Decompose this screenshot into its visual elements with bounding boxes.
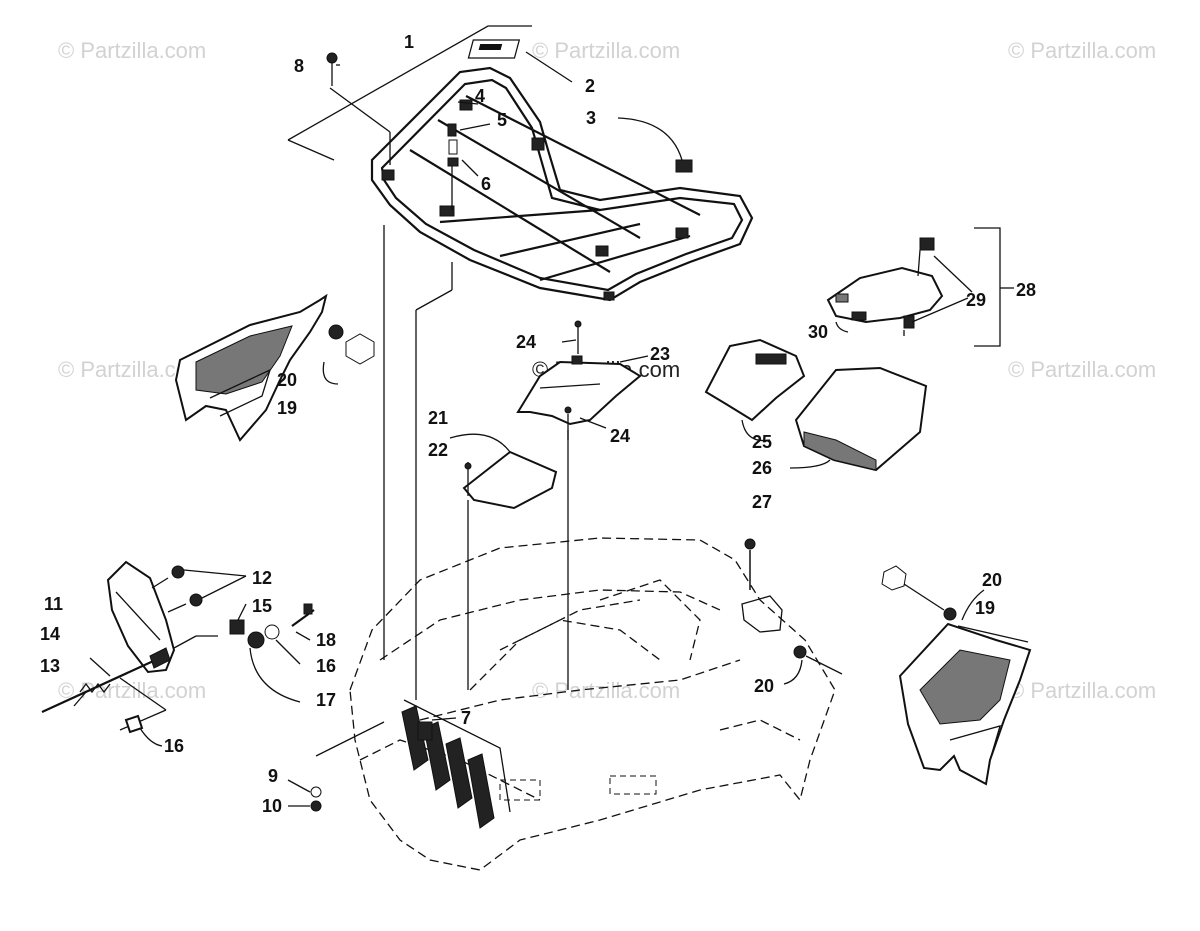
callout-24-bottom: 24 (610, 426, 630, 446)
callout-30: 30 (808, 322, 828, 342)
callout-20-right: 20 (982, 570, 1002, 590)
callout-17: 17 (316, 690, 336, 710)
callout-20-left: 20 (277, 370, 297, 390)
callout-14: 14 (40, 624, 60, 644)
storage-box-drawing (704, 338, 928, 472)
callout-19-left: 19 (277, 398, 297, 418)
callout-8: 8 (294, 56, 304, 76)
callout-12: 12 (252, 568, 272, 588)
watermark: © Partzilla.com (1008, 357, 1156, 382)
callout-2: 2 (585, 76, 595, 96)
callout-15: 15 (252, 596, 272, 616)
callout-16-lower: 16 (164, 736, 184, 756)
lid-assembly-drawing (826, 227, 1014, 347)
right-side-panel-drawing (783, 565, 1032, 786)
watermark: © Partzilla.com (532, 38, 680, 63)
callout-20-fender: 20 (754, 676, 774, 696)
callout-18: 18 (316, 630, 336, 650)
left-side-panel-drawing (174, 293, 375, 442)
callout-3: 3 (586, 108, 596, 128)
callout-29: 29 (966, 290, 986, 310)
callout-26: 26 (752, 458, 772, 478)
callout-13: 13 (40, 656, 60, 676)
callout-5: 5 (497, 110, 507, 130)
callout-9: 9 (268, 766, 278, 786)
callout-6: 6 (481, 174, 491, 194)
grille (401, 699, 511, 829)
front-rack-drawing (287, 25, 754, 302)
callout-28: 28 (1016, 280, 1036, 300)
watermark: © Partzilla.com (58, 678, 206, 703)
callout-numbers: 1 2 3 4 5 6 7 8 9 10 11 12 13 14 15 16 1… (40, 32, 1036, 816)
callout-22: 22 (428, 440, 448, 460)
callout-7: 7 (461, 708, 471, 728)
callout-16: 16 (316, 656, 336, 676)
callout-25: 25 (752, 432, 772, 452)
callout-21: 21 (428, 408, 448, 428)
center-panels-drawing (449, 320, 649, 510)
callout-27: 27 (752, 492, 772, 512)
watermark: © Partzilla.com (1008, 678, 1156, 703)
callout-23: 23 (650, 344, 670, 364)
callout-10: 10 (262, 796, 282, 816)
callout-11: 11 (44, 594, 63, 614)
callout-1: 1 (404, 32, 414, 52)
callout-24-top: 24 (516, 332, 536, 352)
assembly-guide-lines (383, 225, 751, 700)
watermark: © Partzilla.com (1008, 38, 1156, 63)
watermark: © Partzilla.com (58, 38, 206, 63)
callout-19-right: 19 (975, 598, 995, 618)
front-fender-drawing (287, 537, 836, 871)
left-headlight-drawing (41, 560, 315, 747)
callout-4: 4 (475, 86, 485, 106)
